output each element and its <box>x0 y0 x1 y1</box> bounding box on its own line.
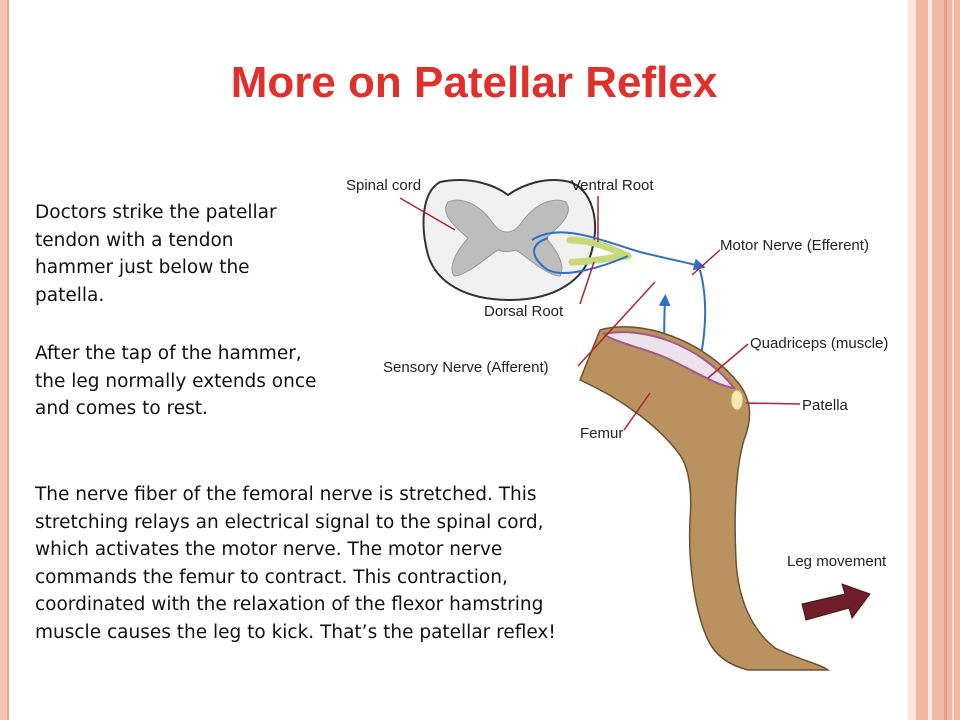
label-patella: Patella <box>802 397 849 414</box>
leader-femur <box>623 392 651 431</box>
sensory-nerve-path <box>533 237 629 274</box>
intro-paragraph: Doctors strike the patellar tendon with … <box>35 202 277 306</box>
leader-spinal-cord <box>399 197 456 231</box>
leg-shape <box>579 326 831 671</box>
right-border-stripe <box>908 0 916 720</box>
leader-dorsal-root <box>579 261 595 305</box>
spinal-cord-cross-section <box>422 179 596 302</box>
dorsal-root <box>568 252 632 266</box>
motor-nerve-path <box>531 231 706 271</box>
label-quadriceps: Quadriceps (muscle) <box>750 335 888 352</box>
leader-motor-nerve <box>691 249 721 276</box>
hammer-tap-paragraph: After the tap of the hammer, the leg nor… <box>35 343 317 419</box>
right-border-line <box>944 0 947 720</box>
leader-sensory-nerve <box>577 281 656 367</box>
slide-title: More on Patellar Reflex <box>230 58 718 107</box>
label-motor-nerve: Motor Nerve (Efferent) <box>720 237 869 254</box>
left-border-stripe <box>0 0 7 720</box>
label-dorsal-root: Dorsal Root <box>484 303 564 320</box>
label-femur: Femur <box>580 425 623 442</box>
leg-movement-arrow-icon <box>801 583 871 621</box>
right-border-stripe <box>916 0 928 720</box>
patellar-reflex-diagram: Spinal cord Ventral Root Motor Nerve (Ef… <box>346 177 888 671</box>
label-spinal-cord: Spinal cord <box>346 177 421 194</box>
reflex-explanation-paragraph: The nerve fiber of the femoral nerve is … <box>35 484 556 643</box>
quadriceps-muscle <box>601 331 737 390</box>
right-border-stripe <box>928 0 932 720</box>
patella-bone <box>730 389 744 411</box>
right-border-line <box>952 0 954 720</box>
leader-patella <box>745 402 801 405</box>
label-sensory-nerve: Sensory Nerve (Afferent) <box>383 359 549 376</box>
label-ventral-root: Ventral Root <box>571 177 654 194</box>
leader-quadriceps <box>707 343 749 379</box>
label-leg-movement: Leg movement <box>787 553 887 570</box>
left-border-line <box>7 0 9 720</box>
